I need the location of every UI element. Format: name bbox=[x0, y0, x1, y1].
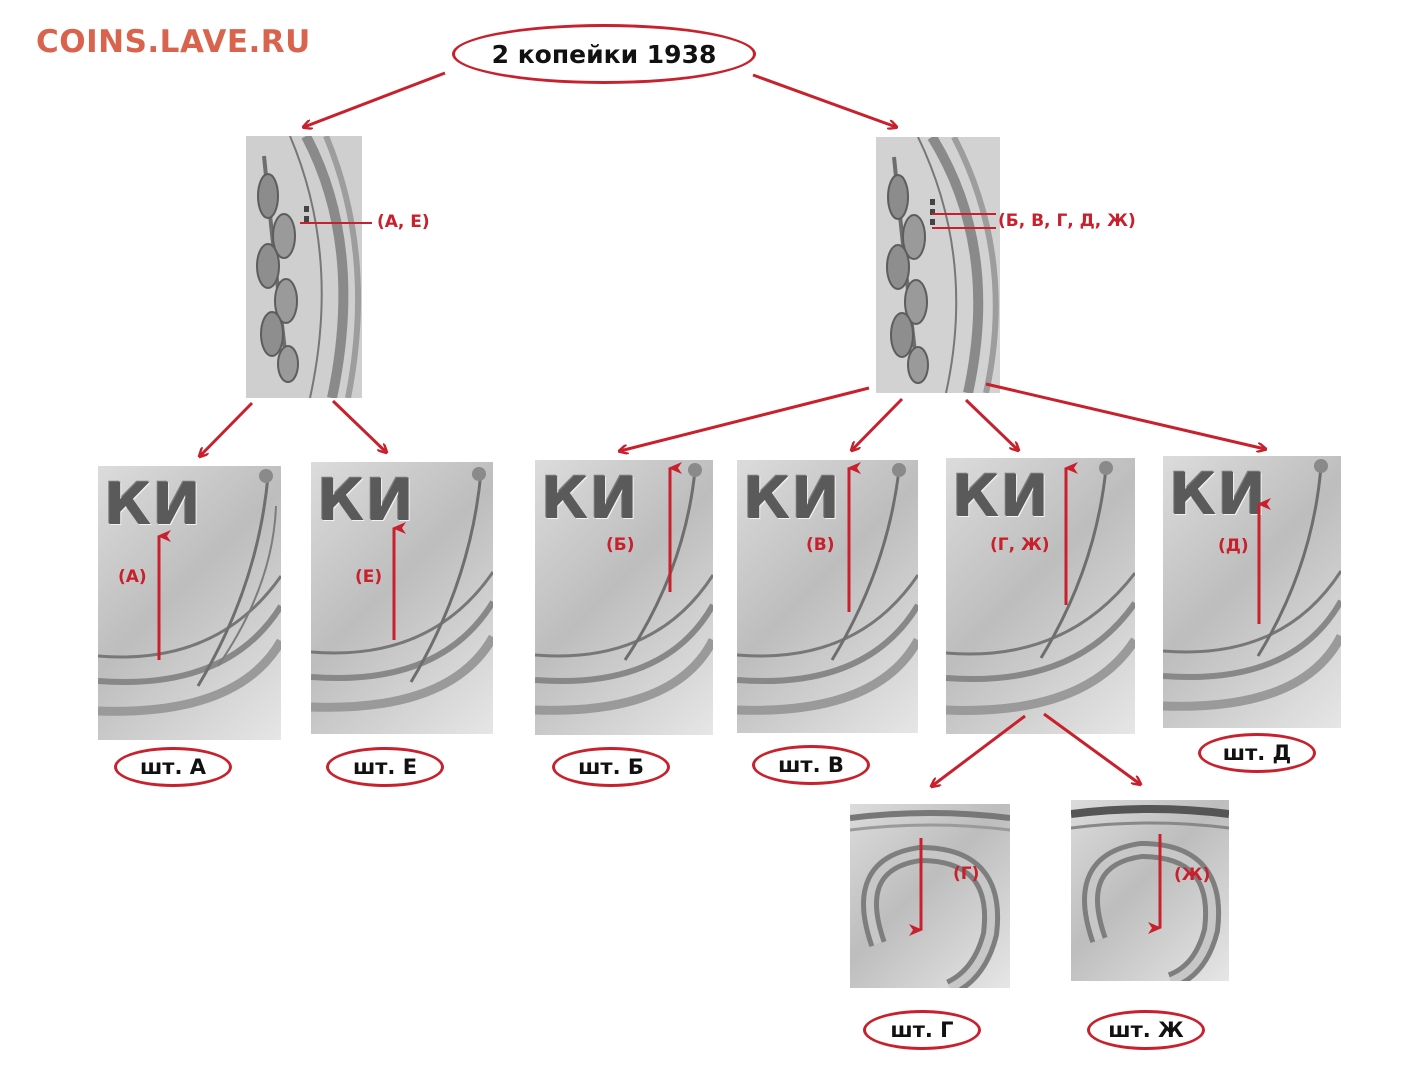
digit-two-G-image bbox=[850, 810, 1010, 988]
arrow-left-to-E bbox=[331, 399, 386, 452]
coin-crop-GZh: КИ bbox=[946, 458, 1135, 734]
coin-crop-Zh bbox=[1071, 800, 1229, 981]
die-label-E: шт. Е bbox=[326, 747, 444, 787]
coin-crop-A: КИ bbox=[98, 466, 281, 740]
arrow-right-to-B bbox=[620, 386, 870, 451]
coin-crop-D: КИ bbox=[1163, 456, 1341, 728]
coin-edge-A-image bbox=[98, 469, 281, 716]
arrow-left-to-A bbox=[200, 401, 254, 456]
coin-edge-E-image bbox=[311, 467, 493, 712]
die-mark-A: (А) bbox=[118, 567, 147, 587]
digit-two-Zh-image bbox=[1071, 805, 1229, 981]
arrow-right-to-D bbox=[985, 382, 1265, 449]
ki-letters-A: КИ bbox=[104, 470, 202, 538]
ki-letters-V: КИ bbox=[743, 464, 841, 532]
die-mark-Zh: (Ж) bbox=[1174, 865, 1211, 885]
arrow-title-to-right bbox=[752, 73, 896, 127]
arrow-right-to-GZh bbox=[964, 398, 1018, 450]
coin-crop-B: КИ bbox=[535, 460, 713, 735]
die-mark-E: (Е) bbox=[355, 567, 383, 587]
die-mark-G: (Г) bbox=[953, 864, 980, 884]
branch-label-left: (А, Е) bbox=[377, 212, 430, 232]
coin-crop-G bbox=[850, 804, 1010, 988]
coin-crop-V: КИ bbox=[737, 460, 918, 733]
ki-letters-D: КИ bbox=[1169, 460, 1267, 528]
die-mark-B: (Б) bbox=[606, 535, 635, 555]
title-oval: 2 копейки 1938 bbox=[452, 24, 756, 84]
wheat-photo-right bbox=[876, 137, 1000, 393]
coin-crop-E: КИ bbox=[311, 462, 493, 734]
wheat-ear-right-image bbox=[876, 137, 1000, 393]
die-label-D: шт. Д bbox=[1198, 733, 1316, 773]
die-label-Zh: шт. Ж bbox=[1087, 1010, 1205, 1050]
arrow-right-to-V bbox=[852, 397, 904, 450]
wheat-photo-left bbox=[246, 136, 362, 398]
coin-edge-D-image bbox=[1163, 459, 1341, 711]
die-label-A: шт. А bbox=[114, 747, 232, 787]
site-logo: COINS.LAVE.RU bbox=[36, 24, 311, 60]
ki-letters-E: КИ bbox=[317, 466, 415, 534]
coin-edge-GZh-image bbox=[946, 461, 1135, 715]
wheat-ear-left-image bbox=[246, 136, 362, 398]
arrow-title-to-left bbox=[304, 71, 446, 127]
ki-letters-GZh: КИ bbox=[952, 462, 1050, 530]
die-label-G: шт. Г bbox=[863, 1010, 981, 1050]
die-label-B: шт. Б bbox=[552, 747, 670, 787]
coin-edge-V-image bbox=[737, 463, 918, 715]
ki-letters-B: КИ bbox=[541, 464, 639, 532]
die-mark-GZh: (Г, Ж) bbox=[990, 535, 1050, 555]
coin-edge-B-image bbox=[535, 463, 713, 715]
die-mark-D: (Д) bbox=[1218, 536, 1249, 556]
die-mark-V: (В) bbox=[806, 535, 835, 555]
die-label-V: шт. В bbox=[752, 745, 870, 785]
branch-label-right: (Б, В, Г, Д, Ж) bbox=[998, 211, 1136, 231]
